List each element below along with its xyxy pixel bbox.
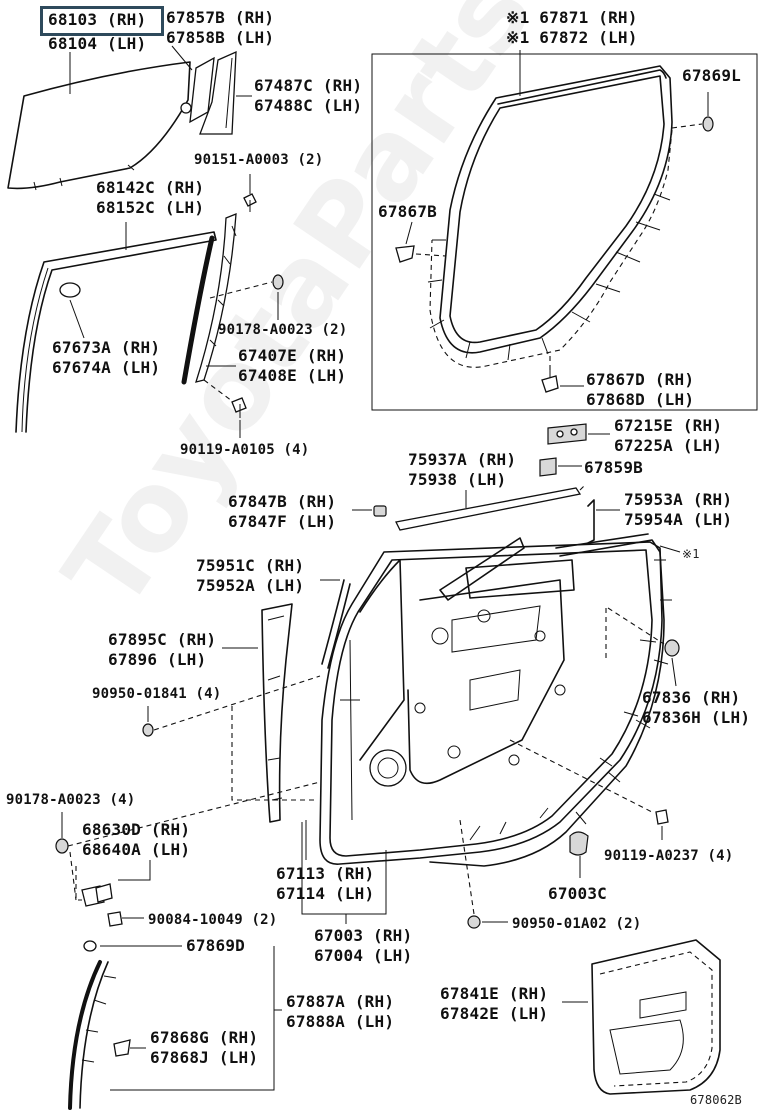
bolt-90119-a	[203, 379, 247, 418]
part-label-67674a: 67674A (LH)	[52, 358, 161, 377]
ref-mark-1: ※1	[682, 547, 700, 561]
part-label-67868g: 67868G (RH)	[150, 1028, 259, 1047]
part-label-90119-b: 90119-A0237 (4)	[604, 848, 734, 864]
leader-67857	[171, 45, 193, 71]
door-weatherstrip-drawing	[429, 533, 672, 867]
part-label-90178-b: 90178-A0023 (4)	[6, 792, 136, 808]
door-trim-drawing	[591, 939, 721, 1095]
part-label-75951c: 75951C (RH)	[196, 556, 305, 575]
part-label-67841e: 67841E (RH)	[440, 984, 549, 1003]
weatherstrip-box	[371, 53, 758, 411]
belt-moulding-drawing	[395, 483, 587, 531]
handle-cap-drawing	[539, 457, 557, 477]
weatherstrip-67887a	[68, 940, 131, 1110]
bolt-90151	[243, 193, 257, 212]
part-label-68142c: 68142C (RH)	[96, 178, 205, 197]
part-label-67847b: 67847B (RH)	[228, 492, 337, 511]
garnish-drawing	[199, 50, 237, 135]
part-label-67896: 67896 (LH)	[108, 650, 207, 669]
part-label-90151: 90151-A0003 (2)	[194, 152, 324, 168]
part-label-68103: 68103 (RH)	[48, 10, 147, 29]
bolt-90084	[107, 911, 123, 927]
part-label-75953a: 75953A (RH)	[624, 490, 733, 509]
seal-75953a	[585, 499, 595, 545]
bolt-90119-b	[655, 809, 669, 840]
glass-channel-drawing	[180, 56, 215, 124]
part-label-90119-a: 90119-A0105 (4)	[180, 442, 310, 458]
part-label-67867b: 67867B	[378, 202, 437, 221]
part-label-67003: 67003 (RH)	[314, 926, 413, 945]
bumper-67003c	[569, 831, 589, 856]
part-label-67859b: 67859B	[584, 458, 643, 477]
part-label-67887a: 67887A (RH)	[286, 992, 395, 1011]
clip-90178-a	[272, 274, 284, 290]
part-label-67842e: 67842E (LH)	[440, 1004, 549, 1023]
part-label-67114: 67114 (LH)	[276, 884, 375, 903]
part-label-90950-b: 90950-01A02 (2)	[512, 916, 642, 932]
part-label-67895c: 67895C (RH)	[108, 630, 217, 649]
part-label-67004: 67004 (LH)	[314, 946, 413, 965]
part-label-67857b: 67857B (RH)	[166, 8, 275, 27]
part-label-68152c: 68152C (LH)	[96, 198, 205, 217]
clip-67836	[664, 639, 680, 657]
part-label-68630d: 68630D (RH)	[82, 820, 191, 839]
part-label-68640a: 68640A (LH)	[82, 840, 191, 859]
part-label-67488c: 67488C (LH)	[254, 96, 363, 115]
part-label-67215e: 67215E (RH)	[614, 416, 723, 435]
part-label-67847f: 67847F (LH)	[228, 512, 337, 531]
run-channel-drawing	[15, 231, 217, 433]
part-label-67869d: 67869D	[186, 936, 245, 955]
part-label-90084: 90084-10049 (2)	[148, 912, 278, 928]
hinge-68630d	[81, 883, 113, 907]
outside-handle-drawing	[547, 423, 587, 445]
part-label-67868d: 67868D (LH)	[586, 390, 695, 409]
part-label-67407e: 67407E (RH)	[238, 346, 347, 365]
pad-67847b	[373, 505, 387, 517]
part-label-75937a: 75937A (RH)	[408, 450, 517, 469]
diagram-code: 678062B	[690, 1093, 742, 1107]
part-label-67858b: 67858B (LH)	[166, 28, 275, 47]
channel-75951c	[321, 579, 351, 669]
part-label-90950-a: 90950-01841 (4)	[92, 686, 222, 702]
weatherstrip-67895c	[261, 603, 293, 823]
part-label-67867d: 67867D (RH)	[586, 370, 695, 389]
part-label-67836h: 67836H (LH)	[642, 708, 751, 727]
weatherstrip-drawing	[427, 65, 673, 368]
clip-67867d	[541, 352, 559, 393]
part-label-90178-a: 90178-A0023 (2)	[218, 322, 348, 338]
part-label-75952a: 75952A (LH)	[196, 576, 305, 595]
part-label-67003c: 67003C	[548, 884, 607, 903]
part-label-68104: 68104 (LH)	[48, 34, 147, 53]
part-label-67872: ※1 67872 (LH)	[506, 28, 638, 47]
door-glass-drawing	[7, 61, 191, 191]
part-label-67113: 67113 (RH)	[276, 864, 375, 883]
part-label-67871: ※1 67871 (RH)	[506, 8, 638, 27]
part-label-67869l: 67869L	[682, 66, 741, 85]
part-label-75954a: 75954A (LH)	[624, 510, 733, 529]
clip-90950-01841	[142, 723, 154, 737]
division-bar-drawing	[195, 213, 237, 383]
part-label-67836: 67836 (RH)	[642, 688, 741, 707]
part-label-67487c: 67487C (RH)	[254, 76, 363, 95]
part-label-67868j: 67868J (LH)	[150, 1048, 259, 1067]
part-label-67408e: 67408E (LH)	[238, 366, 347, 385]
part-label-75938: 75938 (LH)	[408, 470, 507, 489]
clip-90950-01a02	[467, 915, 481, 929]
part-label-67888a: 67888A (LH)	[286, 1012, 395, 1031]
clip-90178-b	[55, 838, 69, 854]
highlight-box	[40, 6, 164, 36]
door-panel-drawing	[319, 537, 663, 865]
clip-67869l	[702, 116, 714, 132]
part-label-67673a: 67673A (RH)	[52, 338, 161, 357]
clip-67867b	[395, 245, 447, 263]
part-label-67225a: 67225A (LH)	[614, 436, 723, 455]
